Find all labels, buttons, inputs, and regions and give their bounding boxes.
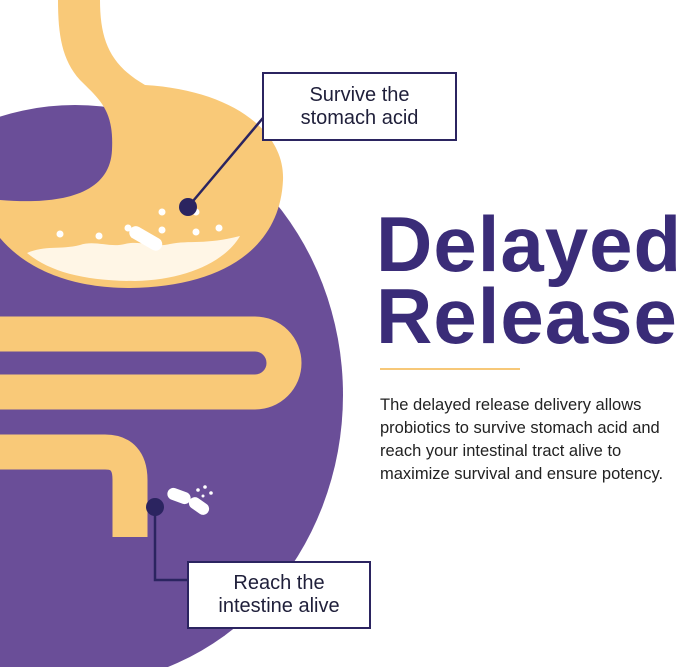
stomach-pointer-dot bbox=[179, 198, 197, 216]
open-capsule-icon bbox=[167, 485, 213, 515]
stomach-pointer-line bbox=[187, 111, 269, 208]
intestine-label-line1: Reach the bbox=[233, 572, 325, 594]
stomach-acid bbox=[27, 236, 240, 281]
lower-intestine bbox=[0, 434, 148, 537]
description: The delayed release delivery allows prob… bbox=[380, 396, 664, 483]
intestine-pointer-line bbox=[153, 507, 190, 582]
small-intestine bbox=[0, 316, 302, 410]
heading-line-1: Delayed bbox=[376, 200, 679, 288]
intestine-label: Reach the intestine alive bbox=[187, 561, 371, 629]
intestine-pointer-dot bbox=[146, 498, 164, 516]
heading-line-2: Release bbox=[376, 272, 678, 360]
stomach-label: Survive the stomach acid bbox=[262, 72, 457, 141]
stomach-label-line1: Survive the bbox=[309, 83, 410, 106]
capsule-icon bbox=[129, 226, 163, 251]
stomach-label-line2: stomach acid bbox=[300, 106, 419, 129]
intestine-label-line2: intestine alive bbox=[218, 595, 340, 617]
divider bbox=[380, 368, 520, 370]
stomach bbox=[0, 0, 284, 288]
